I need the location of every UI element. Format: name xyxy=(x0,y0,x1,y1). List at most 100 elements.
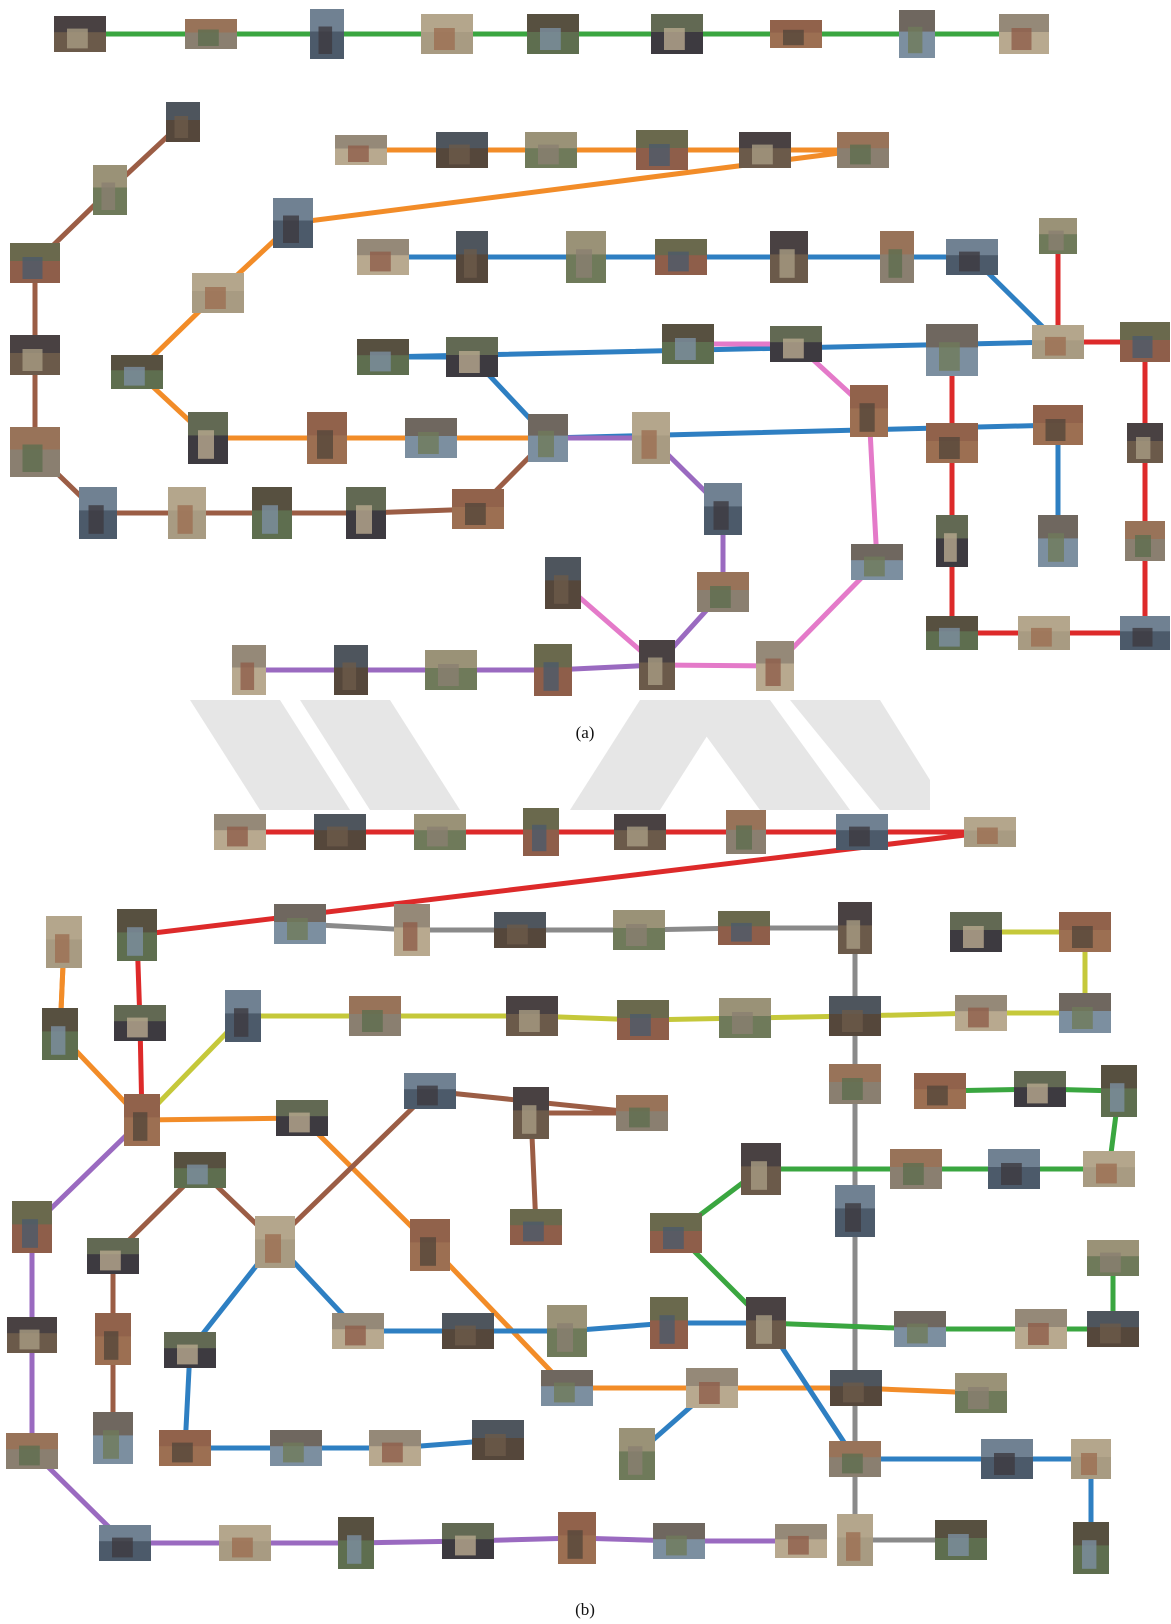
photo-thumbnail xyxy=(164,1332,216,1368)
photo-thumbnail xyxy=(528,414,568,462)
photo-thumbnail xyxy=(838,902,872,954)
photo-thumbnail xyxy=(770,231,808,283)
photo-thumbnail xyxy=(525,132,577,168)
photo-thumbnail xyxy=(1059,912,1111,952)
photo-thumbnail xyxy=(117,909,157,961)
photo-thumbnail xyxy=(357,239,409,275)
photo-thumbnail xyxy=(890,1149,942,1189)
photo-thumbnail xyxy=(442,1523,494,1559)
photo-thumbnail xyxy=(1014,1071,1066,1107)
photo-thumbnail xyxy=(836,814,888,850)
photo-thumbnail xyxy=(999,14,1049,54)
photo-thumbnail xyxy=(650,1297,688,1349)
photo-thumbnail xyxy=(1087,1311,1139,1347)
photo-thumbnail xyxy=(1071,1439,1111,1479)
photo-thumbnail xyxy=(850,385,888,437)
photo-thumbnail xyxy=(617,1000,669,1040)
photo-thumbnail xyxy=(185,19,237,49)
photo-thumbnail xyxy=(619,1428,655,1480)
photo-thumbnail xyxy=(926,324,978,376)
photo-thumbnail xyxy=(613,910,665,950)
photo-thumbnail xyxy=(95,1313,131,1365)
photo-thumbnail xyxy=(534,644,572,696)
photo-thumbnail xyxy=(1127,423,1163,463)
photo-thumbnail xyxy=(394,904,430,956)
photo-thumbnail xyxy=(739,132,791,168)
photo-thumbnail xyxy=(697,572,749,612)
photo-thumbnail xyxy=(616,1095,668,1131)
photo-thumbnail xyxy=(955,1373,1007,1413)
photo-thumbnail xyxy=(166,102,200,142)
caption-a: (a) xyxy=(575,723,595,742)
photo-thumbnail xyxy=(914,1073,966,1109)
photo-thumbnail xyxy=(547,1305,587,1357)
photo-thumbnail xyxy=(1073,1522,1109,1574)
photo-thumbnail xyxy=(335,135,387,165)
photo-thumbnail xyxy=(276,1100,328,1136)
photo-thumbnail xyxy=(446,337,498,377)
photo-thumbnail xyxy=(632,412,670,464)
photo-thumbnail xyxy=(639,640,675,690)
photo-thumbnail xyxy=(42,1008,78,1060)
photo-thumbnail xyxy=(159,1430,211,1466)
photo-thumbnail xyxy=(10,427,60,477)
photo-thumbnail xyxy=(10,243,60,283)
caption-b: (b) xyxy=(575,1600,595,1619)
photo-thumbnail xyxy=(452,489,504,529)
photo-thumbnail xyxy=(614,814,666,850)
photo-thumbnail xyxy=(404,1073,456,1109)
photo-thumbnail xyxy=(1018,616,1070,650)
photo-thumbnail xyxy=(232,645,266,695)
route-line-orange xyxy=(134,147,866,441)
photo-thumbnail xyxy=(79,487,117,539)
photo-thumbnail xyxy=(369,1430,421,1466)
photo-thumbnail xyxy=(124,1094,160,1146)
photo-thumbnail xyxy=(46,916,82,968)
photo-thumbnail xyxy=(837,1514,873,1566)
route-line-blue xyxy=(273,1240,1094,1548)
photo-thumbnail xyxy=(655,239,707,275)
photo-thumbnail xyxy=(425,650,477,690)
photo-thumbnail xyxy=(332,1313,384,1349)
photo-thumbnail xyxy=(188,412,228,464)
photo-thumbnail xyxy=(926,423,978,463)
photo-thumbnail xyxy=(273,198,313,248)
photo-thumbnail xyxy=(1101,1065,1137,1117)
photo-thumbnail xyxy=(770,326,822,362)
photo-thumbnail xyxy=(523,808,559,856)
photo-thumbnail xyxy=(662,324,714,364)
photo-thumbnail xyxy=(506,996,558,1036)
photo-thumbnail xyxy=(704,483,742,535)
photo-thumbnail xyxy=(770,20,822,48)
photo-thumbnail xyxy=(214,814,266,850)
photo-thumbnail xyxy=(93,165,127,215)
photo-thumbnail xyxy=(10,335,60,375)
photo-thumbnail xyxy=(830,1370,882,1406)
photo-thumbnail xyxy=(650,1213,702,1253)
photo-thumbnail xyxy=(719,998,771,1038)
photo-thumbnail xyxy=(310,9,344,59)
photo-thumbnail xyxy=(936,515,968,567)
photo-thumbnail xyxy=(334,645,368,695)
photo-thumbnail xyxy=(718,911,770,945)
photo-thumbnail xyxy=(494,912,546,948)
photo-thumbnail xyxy=(899,10,935,58)
photo-thumbnail xyxy=(219,1525,271,1561)
photo-thumbnail xyxy=(653,1523,705,1559)
photo-thumbnail xyxy=(456,231,488,283)
photo-thumbnail xyxy=(527,14,579,54)
photo-thumbnail xyxy=(114,1005,166,1041)
photo-thumbnail xyxy=(636,130,688,170)
photo-thumbnail xyxy=(54,16,106,52)
photo-thumbnail xyxy=(541,1370,593,1406)
photo-thumbnail xyxy=(410,1219,450,1271)
photo-thumbnail xyxy=(12,1201,52,1253)
photo-thumbnail xyxy=(274,904,326,944)
photo-thumbnail xyxy=(192,273,244,313)
photo-thumbnail xyxy=(964,817,1016,847)
route-line-green xyxy=(673,1086,1122,1325)
photo-thumbnail xyxy=(829,996,881,1036)
photo-thumbnail xyxy=(314,814,366,850)
photo-thumbnail xyxy=(1087,1240,1139,1276)
